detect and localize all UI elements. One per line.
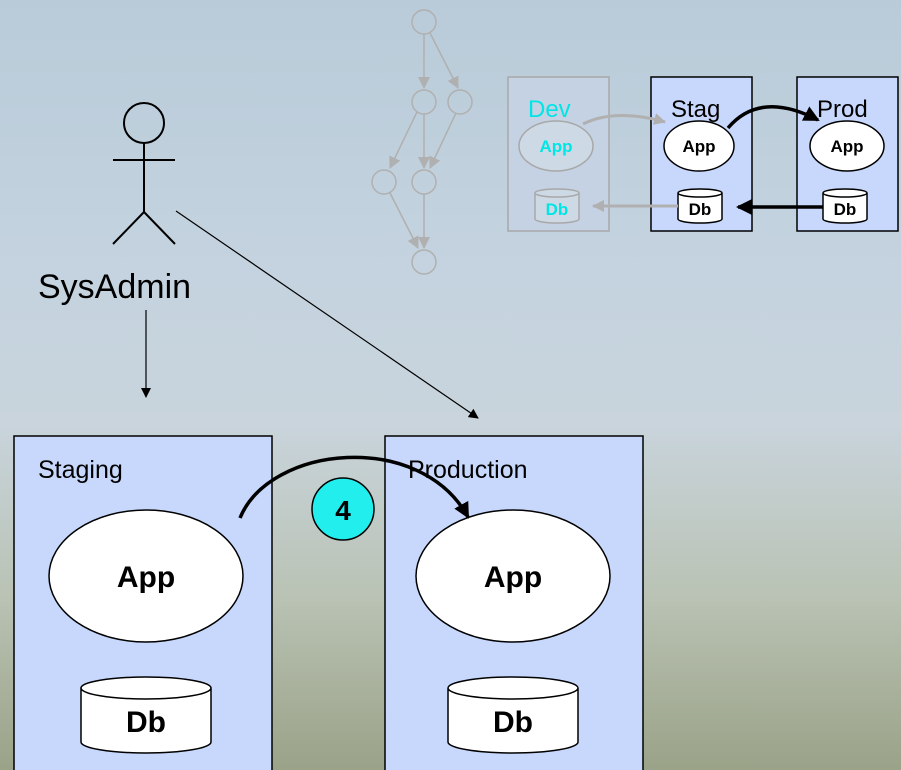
graph-edge (389, 111, 418, 169)
production-app (415, 509, 611, 643)
arrow-staging-to-production (238, 455, 470, 519)
graph-edge (429, 112, 457, 169)
mini-dev-app-label: App (539, 137, 572, 156)
step-number: 4 (335, 495, 351, 526)
graph-edge (389, 192, 419, 249)
graph-node (411, 169, 437, 195)
mini-stag-db-label: Db (689, 200, 712, 219)
staging-app (48, 509, 244, 643)
staging-title: Staging (38, 456, 123, 484)
mini-prod-db-label: Db (834, 200, 857, 219)
staging-db-label: Db (126, 706, 166, 739)
workflow-graph (371, 9, 473, 275)
mini-arrow-dev-to-stag (582, 113, 666, 126)
production-db (447, 676, 579, 754)
arrow-to-production (175, 210, 479, 419)
mini-stag-app (663, 120, 735, 172)
graph-edge (429, 32, 459, 89)
graph-node (411, 249, 437, 275)
actor-label: SysAdmin (38, 268, 191, 306)
sysadmin-actor (112, 102, 176, 245)
staging-box: Staging App Db (13, 435, 273, 770)
mini-stag-box: Stag App Db (650, 76, 753, 232)
mini-prod-title: Prod (817, 96, 868, 123)
production-db-label: Db (493, 706, 533, 739)
production-box: Production App Db (384, 435, 644, 770)
mini-dev-box: Dev App Db (507, 76, 610, 232)
mini-dev-title: Dev (528, 96, 571, 123)
mini-prod-app (809, 120, 885, 172)
mini-stag-title: Stag (671, 96, 720, 123)
mini-prod-db (822, 188, 868, 224)
graph-node (411, 89, 437, 115)
staging-app-label: App (117, 561, 175, 594)
mini-dev-db (534, 188, 580, 224)
mini-stag-db (677, 188, 723, 224)
production-title: Production (408, 456, 528, 484)
step-badge-circle (311, 477, 375, 541)
mini-stag-app-label: App (682, 137, 715, 156)
mini-arrow-stag-to-prod (726, 105, 820, 130)
graph-node (447, 89, 473, 115)
staging-db (80, 676, 212, 754)
mini-dev-db-label: Db (546, 200, 569, 219)
actor-head (123, 102, 165, 144)
mini-prod-box: Prod App Db (796, 76, 899, 232)
step-badge: 4 (311, 477, 375, 541)
graph-node (371, 169, 397, 195)
production-app-label: App (484, 561, 542, 594)
graph-node (411, 9, 437, 35)
mini-prod-app-label: App (830, 137, 863, 156)
mini-dev-app (518, 120, 594, 172)
